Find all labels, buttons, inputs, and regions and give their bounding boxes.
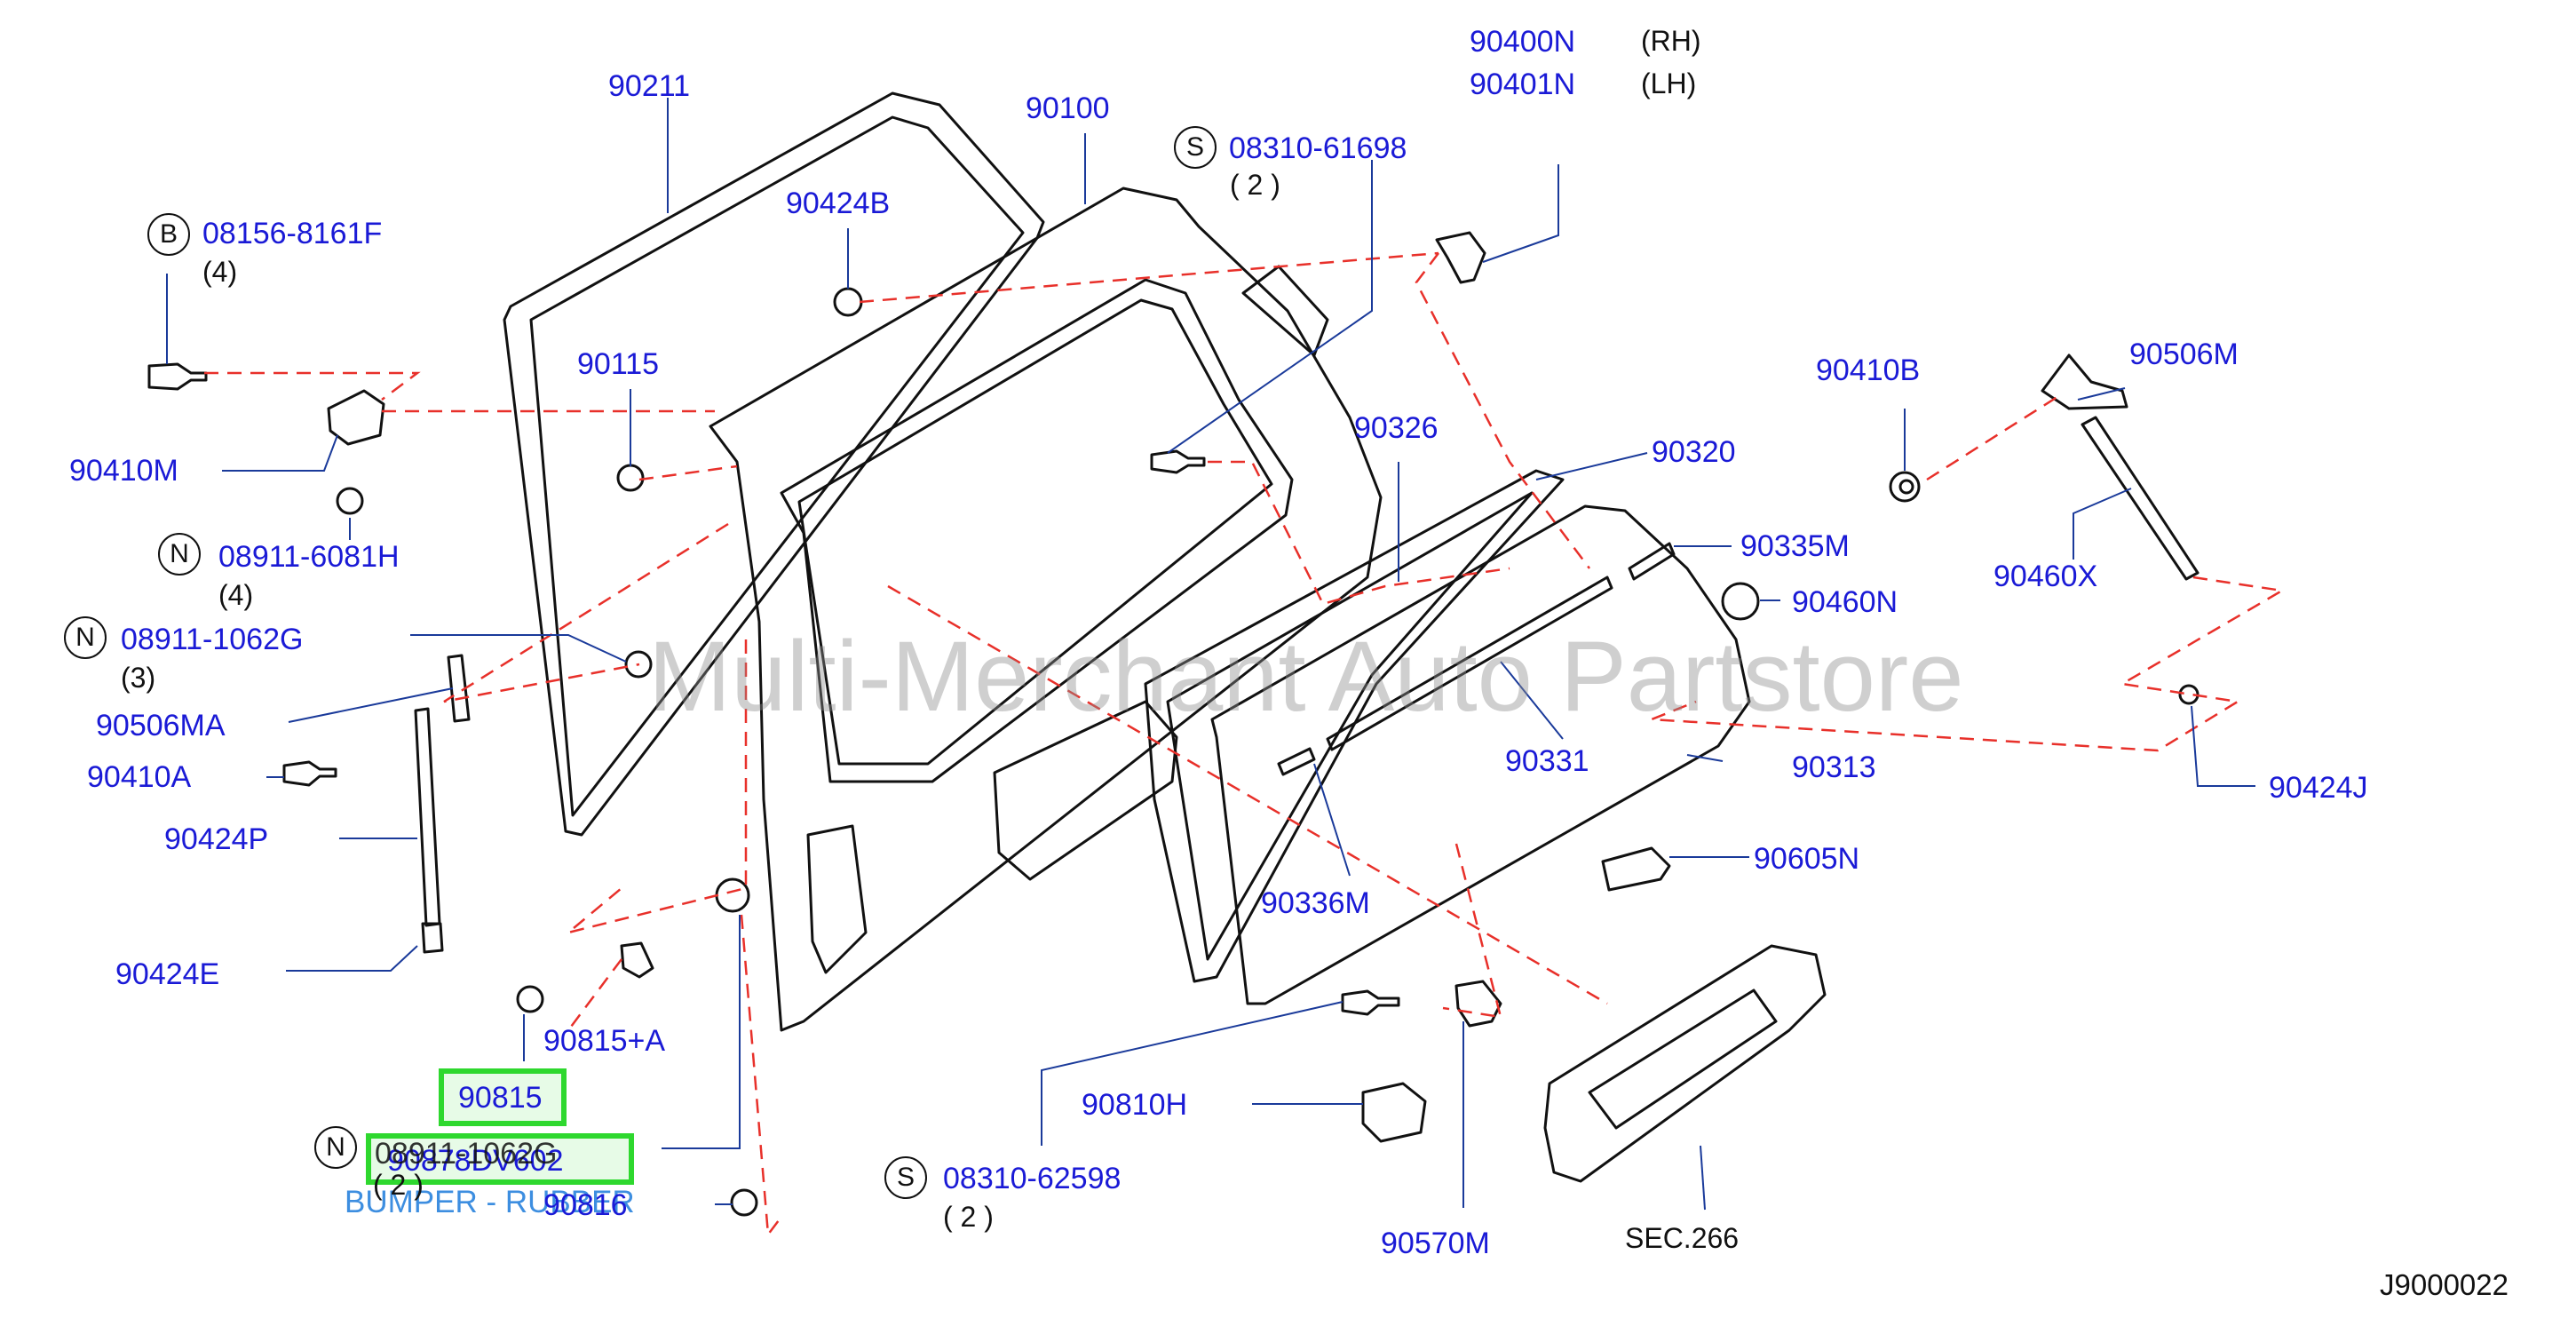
fastener-08310-61698-qty: ( 2 ) (1230, 169, 1280, 201)
back-door-panel-90100 (709, 187, 1383, 1032)
molding-90336M-lower (1277, 747, 1316, 776)
part-label-90335M[interactable]: 90335M (1740, 529, 1850, 563)
fastener-08310-61698[interactable]: 08310-61698 (1229, 131, 1407, 165)
fastener-08911-1062G-overlap-qty: ( 2 ) (373, 1169, 424, 1201)
nut-90410B (1889, 471, 1921, 503)
alignment-lines (204, 251, 2286, 1238)
highlight-90815[interactable]: 90815 (439, 1068, 567, 1126)
part-label-90460X[interactable]: 90460X (1993, 560, 2098, 593)
part-label-90605N[interactable]: 90605N (1754, 842, 1860, 876)
part-label-90320[interactable]: 90320 (1652, 435, 1736, 469)
part-label-90401N[interactable]: 90401N (1470, 67, 1576, 101)
bumper-rubber-label: BUMPER - RUBBER (345, 1185, 635, 1219)
part-label-90878DV602[interactable]: 90878DV602 (387, 1144, 564, 1178)
gas-stay-90424P (414, 707, 441, 927)
hinge-90400N (1435, 231, 1486, 284)
fastener-08310-62598-qty: ( 2 ) (943, 1201, 994, 1233)
fastener-08911-1062G[interactable]: 08911-1062G (121, 623, 304, 656)
part-label-90326[interactable]: 90326 (1354, 411, 1439, 445)
fastener-08911-6081H-qty: (4) (218, 579, 254, 611)
part-label-90410B[interactable]: 90410B (1816, 353, 1921, 387)
sec-266-reference[interactable]: SEC.266 (1625, 1222, 1740, 1254)
fastener-08911-1062G-overlap[interactable]: 08911-1062G (375, 1137, 558, 1171)
part-label-90115[interactable]: 90115 (577, 347, 660, 381)
part-label-90424B[interactable]: 90424B (786, 187, 891, 220)
bolt-08156-8161F (147, 362, 208, 391)
bumper-90815+A (620, 941, 654, 979)
part-label-90816[interactable]: 90816 (543, 1188, 628, 1222)
part-label-90211[interactable]: 90211 (608, 69, 691, 103)
molding-90335M (1628, 542, 1676, 581)
part-label-90424P[interactable]: 90424P (164, 822, 269, 856)
part-label-90400N[interactable]: 90400N (1470, 25, 1576, 59)
fastener-08911-1062G-qty: (3) (121, 662, 156, 694)
bolt-08310-61698 (1150, 449, 1206, 474)
fastener-n-badge: N (314, 1126, 357, 1169)
fastener-08156-8161F[interactable]: 08156-8161F (202, 217, 383, 250)
part-label-90506MA[interactable]: 90506MA (96, 709, 226, 742)
stay-bracket-90506M (2041, 353, 2128, 410)
part-label-90815-a[interactable]: 90815+A (543, 1024, 666, 1058)
leader-lines (166, 98, 2255, 1211)
fastener-n-badge: N (64, 616, 107, 659)
bumper-90460N (1721, 582, 1760, 621)
plug-90115 (616, 464, 645, 492)
glass-frame-90320 (1144, 469, 1565, 983)
latch-90410M (327, 389, 385, 446)
part-label-90810H[interactable]: 90810H (1082, 1088, 1188, 1122)
bracket-90506MA (447, 654, 471, 723)
fastener-08310-62598[interactable]: 08310-62598 (943, 1162, 1122, 1195)
switch-90810H (1361, 1082, 1427, 1143)
fastener-s-badge: S (884, 1156, 927, 1199)
fastener-b-badge: B (147, 213, 190, 256)
part-label-90331[interactable]: 90331 (1505, 744, 1589, 778)
part-label-90410A[interactable]: 90410A (87, 760, 192, 794)
part-label-90506M[interactable]: 90506M (2129, 337, 2239, 371)
part-label-90100[interactable]: 90100 (1026, 91, 1110, 125)
part-label-90570M[interactable]: 90570M (1381, 1227, 1490, 1260)
rh-note: (RH) (1641, 25, 1701, 57)
grommet-90816 (730, 1188, 758, 1217)
handle-sec266 (1543, 944, 1827, 1183)
fastener-n-badge: N (158, 533, 201, 576)
lh-note: (LH) (1641, 67, 1697, 99)
bolt-08310-62598 (1341, 989, 1400, 1016)
fastener-08156-8161F-qty: (4) (202, 256, 238, 288)
fastener-08911-6081H[interactable]: 08911-6081H (218, 540, 400, 574)
part-label-90815[interactable]: 90815 (458, 1081, 543, 1115)
part-label-90424E[interactable]: 90424E (115, 957, 220, 991)
part-label-90313[interactable]: 90313 (1792, 750, 1876, 784)
weatherstrip-90211 (503, 91, 1045, 837)
part-label-90410M[interactable]: 90410M (69, 454, 178, 488)
grommet-90424B (833, 287, 863, 317)
gas-stay-90460X (2081, 416, 2200, 581)
molding-90331 (1326, 576, 1613, 751)
part-label-90460N[interactable]: 90460N (1792, 585, 1898, 619)
clip-90570M (1454, 980, 1502, 1028)
part-label-90336M[interactable]: 90336M (1261, 886, 1370, 920)
glass-90313 (1210, 504, 1751, 1005)
highlight-90878DV602[interactable]: 90878DV602 (366, 1133, 634, 1185)
cover-90605N (1601, 846, 1671, 892)
fastener-s-badge: S (1174, 126, 1217, 169)
part-label-90424J[interactable]: 90424J (2269, 771, 2368, 805)
diagram-code: J9000022 (2380, 1268, 2509, 1301)
bolt-90410A (282, 760, 337, 787)
